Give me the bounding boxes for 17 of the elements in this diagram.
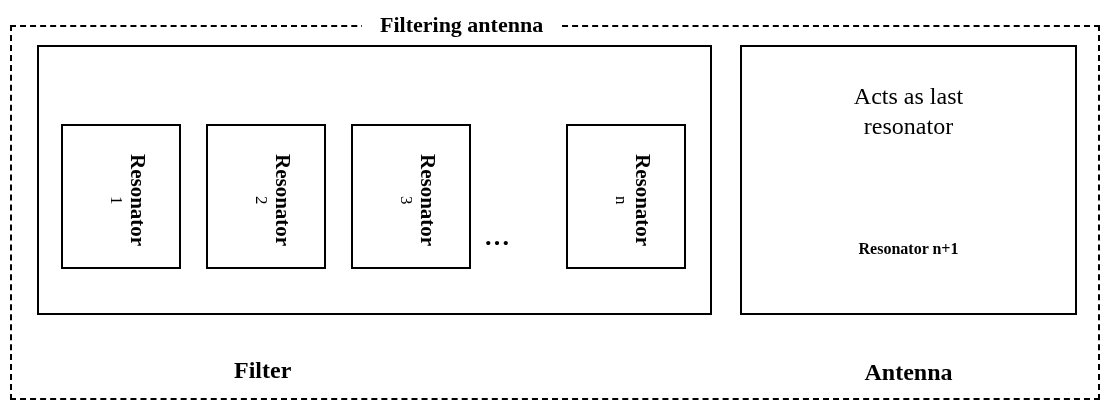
description-text: Acts as last resonator: [852, 82, 965, 141]
resonator-number: 2: [251, 196, 272, 205]
group-label: Filter: [234, 357, 292, 384]
resonator-box: [351, 124, 471, 269]
resonator-label: Resonator: [417, 154, 439, 247]
resonator-box: [566, 124, 686, 269]
resonator-number: 3: [396, 196, 417, 205]
ellipsis: …: [484, 224, 510, 250]
resonator-label: Resonator: [632, 154, 654, 247]
group-label: Antenna: [864, 358, 953, 387]
resonator-box: [206, 124, 326, 269]
resonator-number: n: [611, 196, 632, 205]
resonator-label: Resonator n+1: [858, 239, 959, 259]
resonator-label: Resonator: [272, 154, 294, 247]
resonator-label: Resonator: [127, 154, 149, 247]
resonator-box: [61, 124, 181, 269]
resonator-number: 1: [106, 196, 127, 205]
